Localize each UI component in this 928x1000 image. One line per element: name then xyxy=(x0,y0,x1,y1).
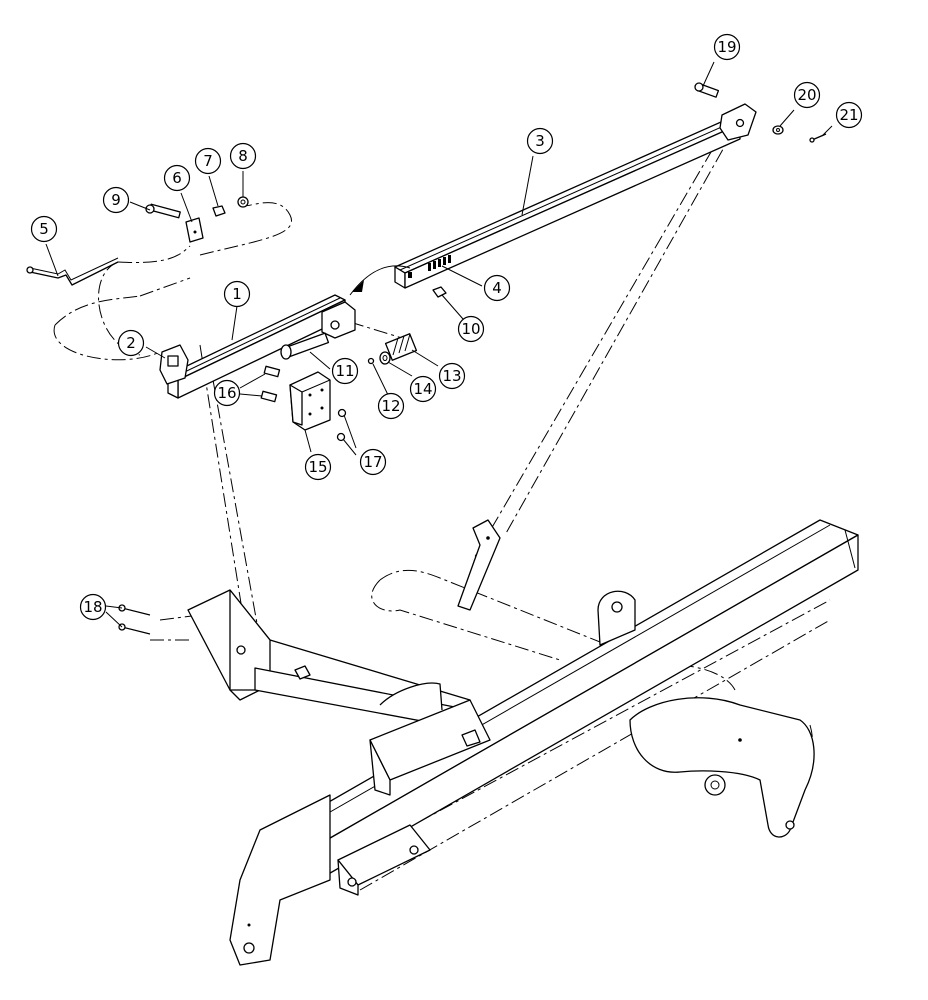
part-19-clevis-pin xyxy=(694,82,720,98)
leader-lines xyxy=(45,61,833,628)
part-11-pin xyxy=(280,332,330,360)
callout-14: 14 xyxy=(409,375,437,403)
callout-1: 1 xyxy=(223,280,251,308)
callout-19: 19 xyxy=(713,33,741,61)
callout-12: 12 xyxy=(377,392,405,420)
callout-13: 13 xyxy=(438,362,466,390)
callout-7-label: 7 xyxy=(203,152,213,170)
part-16-pins xyxy=(260,365,281,403)
callout-16: 16 xyxy=(213,379,241,407)
part-6-bracket xyxy=(185,217,204,243)
callout-10-label: 10 xyxy=(461,320,480,338)
callout-3: 3 xyxy=(526,127,554,155)
callout-8: 8 xyxy=(229,142,257,170)
callout-15: 15 xyxy=(304,453,332,481)
callout-14-label: 14 xyxy=(413,380,432,398)
callout-5-label: 5 xyxy=(39,220,49,238)
callout-6: 6 xyxy=(163,164,191,192)
callout-6-label: 6 xyxy=(172,169,182,187)
part-7-nut xyxy=(212,205,226,217)
part-20-washer xyxy=(772,125,784,135)
callout-20: 20 xyxy=(793,81,821,109)
hitch-plate xyxy=(229,794,331,966)
callout-11-label: 11 xyxy=(335,362,354,380)
part-8-nut xyxy=(237,196,249,208)
callout-13-label: 13 xyxy=(442,367,461,385)
adjustment-holes xyxy=(408,255,451,278)
callout-2: 2 xyxy=(117,329,145,357)
callout-19-label: 19 xyxy=(717,38,736,56)
callout-18: 18 xyxy=(79,593,107,621)
part-18-bolts xyxy=(118,604,151,635)
top-mount-lug xyxy=(597,590,636,646)
part-1-lower-tube xyxy=(159,294,356,399)
callout-1-label: 1 xyxy=(232,285,242,303)
part-14-washer xyxy=(379,351,391,365)
callout-4: 4 xyxy=(483,274,511,302)
callout-3-label: 3 xyxy=(535,132,545,150)
callout-16-label: 16 xyxy=(217,384,236,402)
callout-17: 17 xyxy=(359,448,387,476)
callout-17-label: 17 xyxy=(363,453,382,471)
part-21-cotter-pin xyxy=(809,133,827,143)
callout-21-label: 21 xyxy=(839,106,858,124)
lower-foot-bracket xyxy=(337,824,431,896)
part-12-pin xyxy=(367,357,375,365)
callout-2-label: 2 xyxy=(126,334,136,352)
part-15-bracket xyxy=(289,371,331,431)
side-frame xyxy=(187,589,471,731)
callout-4-label: 4 xyxy=(492,279,502,297)
callout-20-label: 20 xyxy=(797,86,816,104)
callout-18-label: 18 xyxy=(83,598,102,616)
callout-21: 21 xyxy=(835,101,863,129)
part-3-upper-tube xyxy=(349,103,757,296)
callout-balloons: 1 2 3 4 5 6 7 8 9 10 11 12 13 14 15 16 1… xyxy=(30,33,863,621)
callout-9-label: 9 xyxy=(111,191,121,209)
part-10-nut xyxy=(432,286,447,298)
callout-11: 11 xyxy=(331,357,359,385)
right-hitch-arm xyxy=(629,697,815,838)
callout-9: 9 xyxy=(102,186,130,214)
callout-5: 5 xyxy=(30,215,58,243)
mount-plate xyxy=(369,682,491,796)
part-5-crank-handle xyxy=(26,257,119,286)
callout-7: 7 xyxy=(194,147,222,175)
callout-12-label: 12 xyxy=(381,397,400,415)
callout-8-label: 8 xyxy=(238,147,248,165)
callout-10: 10 xyxy=(457,315,485,343)
diagonal-brace xyxy=(457,519,501,611)
part-9-bolt xyxy=(145,203,181,219)
part-17-nuts xyxy=(336,408,347,442)
part-13-spring xyxy=(384,333,418,361)
callout-15-label: 15 xyxy=(308,458,327,476)
